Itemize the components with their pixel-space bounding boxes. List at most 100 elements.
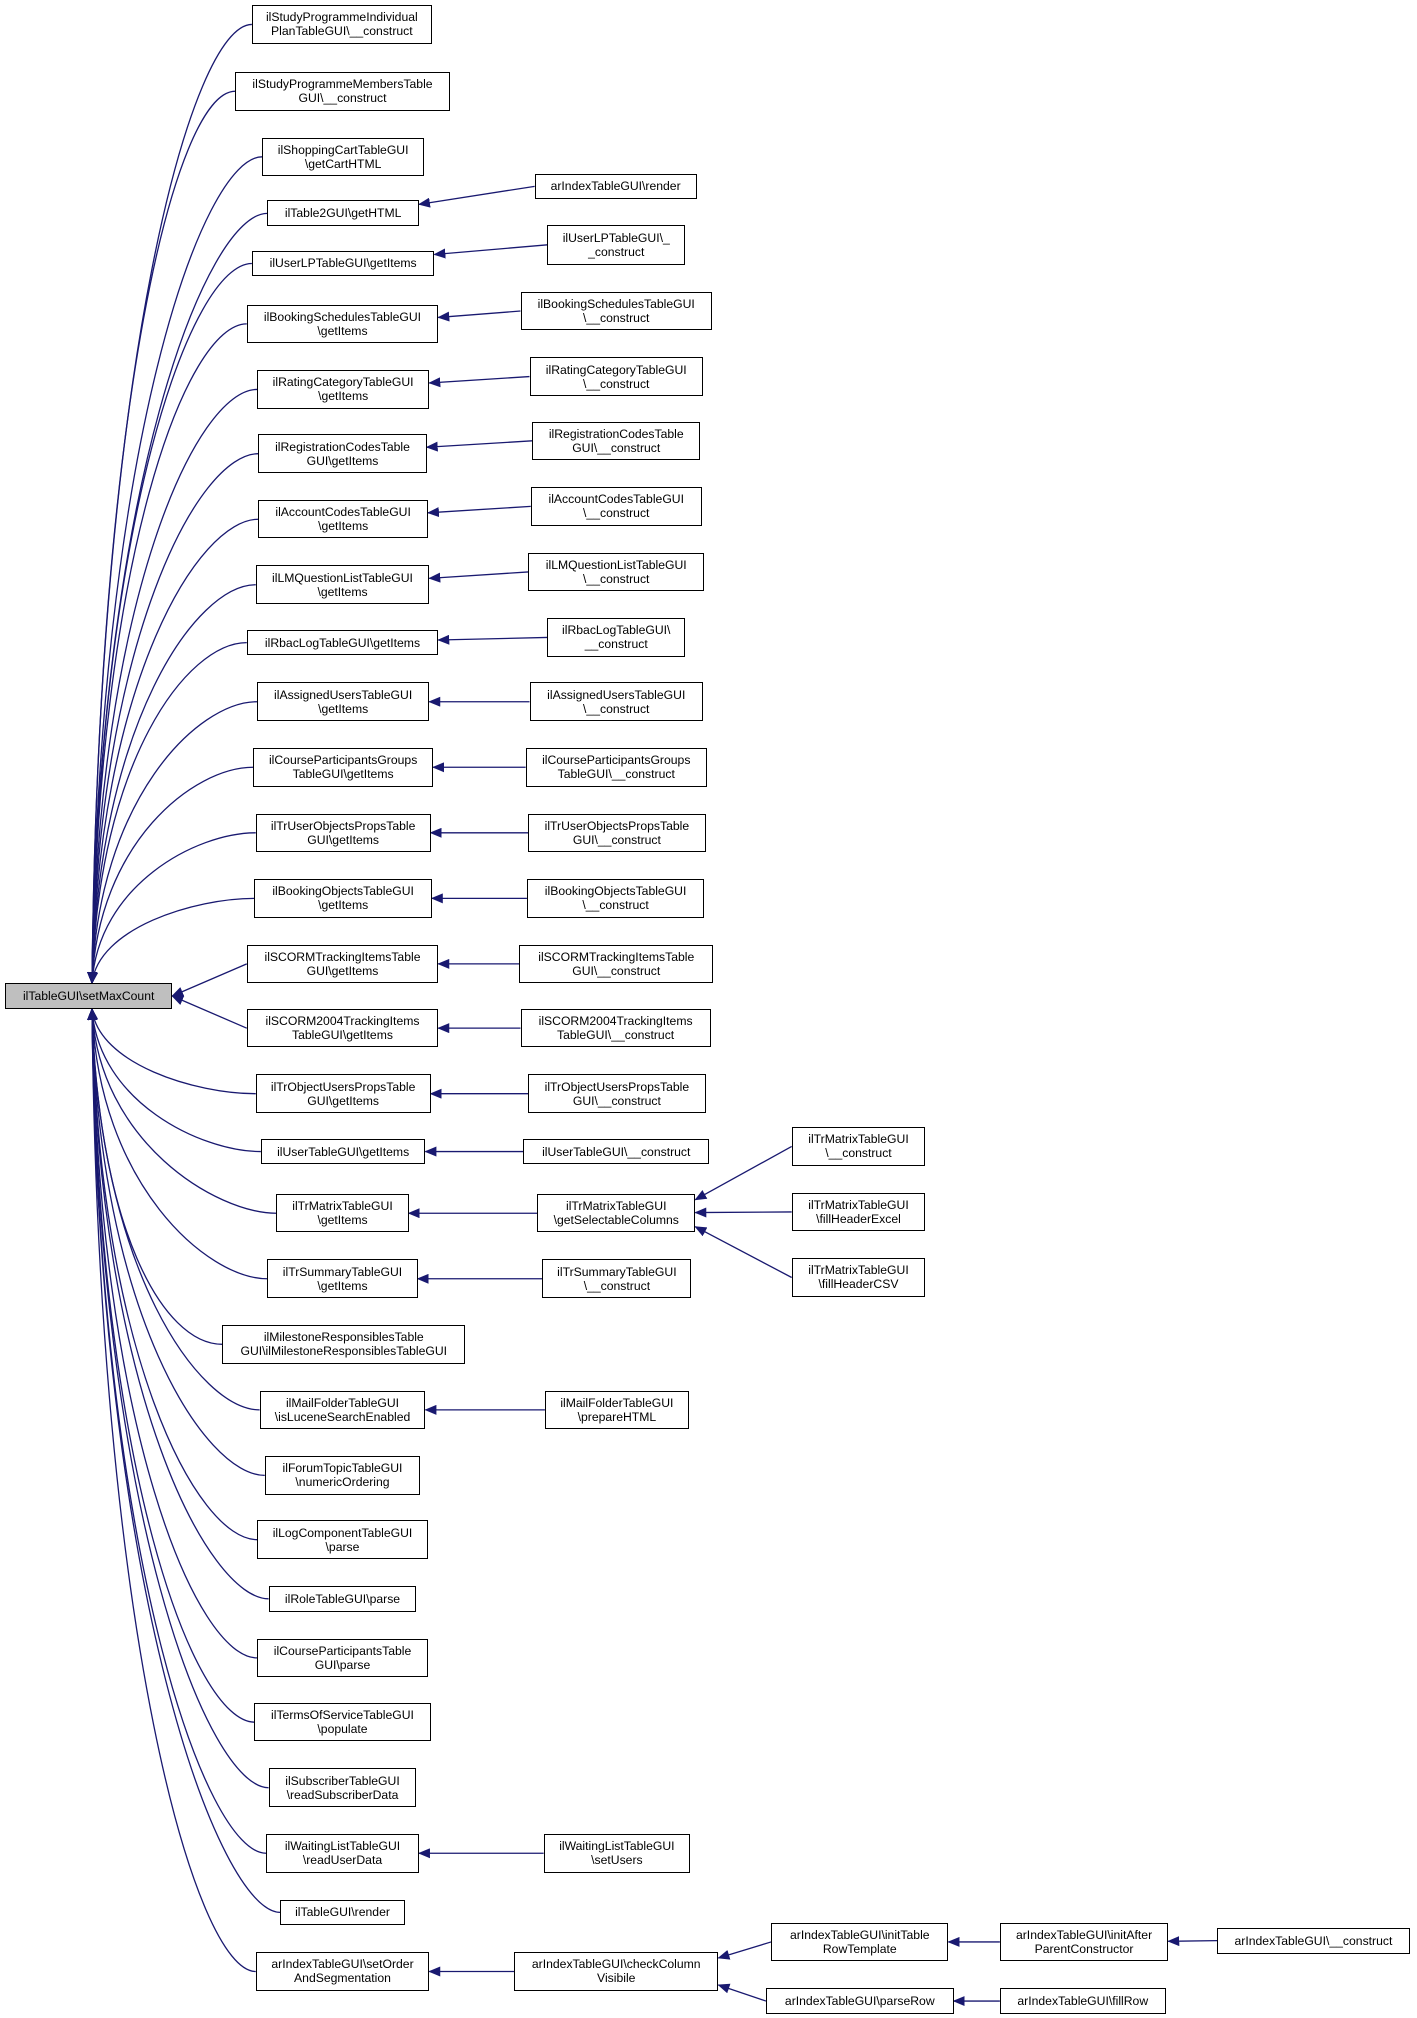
node-label: \getItems [318,701,369,716]
call-edge [87,1007,268,1280]
node-label: ilTableGUI\setMaxCount [22,989,155,1004]
function-node[interactable]: ilTermsOfServiceTableGUI\populate [254,1702,431,1742]
node-label: ilUserTableGUI\getItems [277,1144,410,1159]
function-node[interactable]: ilTrMatrixTableGUI\fillHeaderExcel [791,1192,926,1232]
node-label: arIndexTableGUI\setOrder [271,1957,414,1972]
function-node[interactable]: ilMailFolderTableGUI\prepareHTML [544,1390,689,1430]
node-label: ilSCORMTrackingItemsTable [538,949,695,964]
function-node[interactable]: ilUserLPTableGUI\__construct [547,224,685,265]
call-edge [87,1007,277,1214]
function-node[interactable]: ilTrMatrixTableGUI\__construct [791,1127,926,1166]
function-node[interactable]: ilAssignedUsersTableGUI\__construct [529,682,703,721]
function-node[interactable]: arIndexTableGUI\fillRow [999,1988,1166,2014]
function-node[interactable]: arIndexTableGUI\__construct [1217,1927,1410,1954]
function-node[interactable]: ilBookingObjectsTableGUI\__construct [526,879,705,918]
function-node[interactable]: ilTrSummaryTableGUI\getItems [267,1259,418,1299]
node-label: \getItems [318,389,369,404]
function-node[interactable]: ilTrSummaryTableGUI\__construct [542,1259,692,1299]
function-node[interactable]: ilShoppingCartTableGUI\getCartHTML [262,137,425,177]
function-node[interactable]: ilBookingSchedulesTableGUI\__construct [520,291,712,331]
node-label: GUI\__construct [572,440,661,455]
function-node[interactable]: ilLMQuestionListTableGUI\getItems [255,565,430,605]
node-label: ilTrMatrixTableGUI [808,1197,909,1212]
function-node[interactable]: ilRatingCategoryTableGUI\__construct [529,357,703,396]
function-node[interactable]: ilLogComponentTableGUI\parse [257,1520,428,1559]
function-node[interactable]: ilMailFolderTableGUI\isLuceneSearchEnabl… [259,1390,426,1430]
node-label: GUI\__construct [572,963,661,978]
function-node[interactable]: ilRbacLogTableGUI\__construct [547,618,685,657]
function-node[interactable]: ilLMQuestionListTableGUI\__construct [528,552,705,592]
function-node[interactable]: arIndexTableGUI\parseRow [765,1988,954,2014]
function-node[interactable]: ilUserTableGUI\__construct [523,1138,710,1165]
node-label: AndSegmentation [294,1971,391,1986]
function-node[interactable]: ilForumTopicTableGUI\numericOrdering [264,1456,421,1495]
node-label: \getCartHTML [304,156,382,171]
call-edge [87,90,236,985]
node-label: \parse [325,1539,360,1554]
function-node[interactable]: ilAssignedUsersTableGUI\getItems [257,682,430,721]
node-label: GUI\getItems [307,1093,380,1108]
root-node[interactable]: ilTableGUI\setMaxCount [5,983,173,1009]
function-node[interactable]: ilRoleTableGUI\parse [268,1585,417,1612]
call-edge [87,1007,265,1477]
node-label: ilMilestoneResponsiblesTable [263,1330,424,1345]
node-label: \__construct [583,376,650,391]
function-node[interactable]: ilWaitingListTableGUI\readUserData [266,1833,419,1873]
function-node[interactable]: ilTrMatrixTableGUI\fillHeaderCSV [791,1258,926,1297]
function-node[interactable]: ilUserLPTableGUI\getItems [251,250,435,277]
call-edge [87,1007,260,1411]
call-edge [717,1983,767,2002]
function-node[interactable]: ilRbacLogTableGUI\getItems [246,629,439,656]
function-node[interactable]: ilTableGUI\render [280,1899,405,1926]
call-edge [87,1007,258,1541]
node-label: \numericOrdering [295,1475,390,1490]
function-node[interactable]: arIndexTableGUI\render [534,173,697,200]
function-node[interactable]: ilRatingCategoryTableGUI\getItems [257,370,430,409]
node-label: ilRbacLogTableGUI\ [562,623,671,638]
node-label: GUI\getItems [306,963,379,978]
node-label: \populate [317,1722,368,1737]
function-node[interactable]: ilWaitingListTableGUI\setUsers [543,1833,691,1873]
function-node[interactable]: ilBookingSchedulesTableGUI\getItems [246,304,439,344]
function-node[interactable]: ilAccountCodesTableGUI\__construct [530,487,702,526]
function-node[interactable]: ilBookingObjectsTableGUI\getItems [254,879,432,918]
node-label: ilRbacLogTableGUI\getItems [264,635,421,650]
function-node[interactable]: ilTable2GUI\getHTML [267,200,419,227]
node-label: ilUserLPTableGUI\getItems [269,256,417,271]
function-node[interactable]: ilTrMatrixTableGUI\getItems [276,1193,409,1233]
function-node[interactable]: ilTrMatrixTableGUI\getSelectableColumns [537,1193,696,1233]
node-label: ilTrMatrixTableGUI [808,1132,909,1147]
call-edge [428,571,529,583]
call-edge [171,995,248,1029]
node-label: PlanTableGUI\__construct [271,24,413,39]
function-node[interactable]: ilSubscriberTableGUI\readSubscriberData [268,1768,417,1807]
node-label: arIndexTableGUI\render [550,179,681,194]
node-label: ilTrObjectUsersPropsTable [544,1079,690,1094]
node-label: ilTrMatrixTableGUI [292,1199,393,1214]
call-edge [87,156,263,985]
call-edge [87,388,258,985]
function-node[interactable]: ilAccountCodesTableGUI\getItems [258,499,428,539]
function-node[interactable]: ilUserTableGUI\getItems [260,1138,426,1165]
